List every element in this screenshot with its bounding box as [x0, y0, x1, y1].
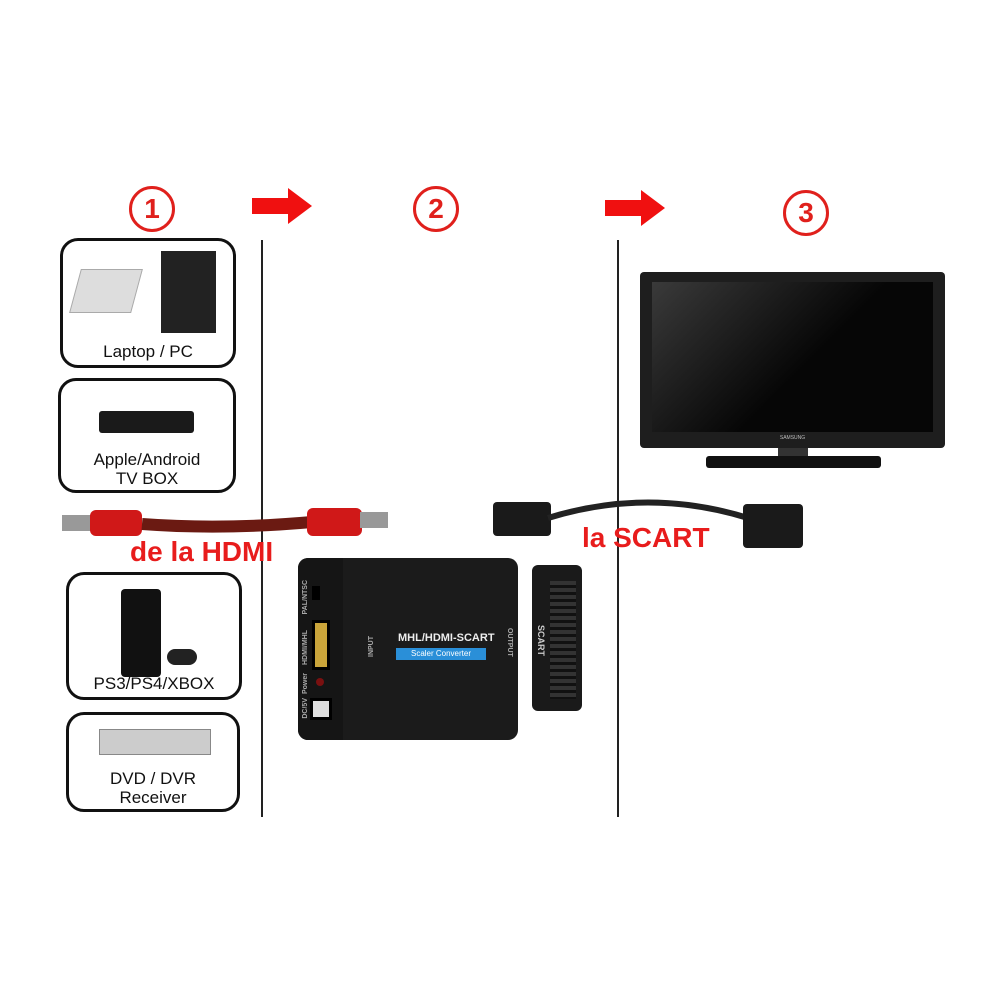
hdmi-port[interactable]	[312, 620, 330, 670]
scart-adapter: SCART	[532, 565, 582, 711]
dc-label: DC/5V	[302, 698, 309, 719]
arrow-right-icon	[252, 188, 312, 224]
tv-stand	[706, 456, 881, 468]
tv-image: SAMSUNG	[640, 272, 945, 448]
pc-tower-icon	[161, 251, 216, 333]
source-laptop-pc: Laptop / PC	[60, 238, 236, 368]
scart-label: SCART	[536, 625, 546, 656]
step-1-badge: 1	[129, 186, 175, 232]
power-led-icon	[316, 678, 324, 686]
tv-box-icon	[99, 411, 194, 433]
hdmi-label: de la HDMI	[130, 536, 274, 567]
source-dvd: DVD / DVR Receiver	[66, 712, 240, 812]
source-console: PS3/PS4/XBOX	[66, 572, 242, 700]
pal-ntsc-switch[interactable]	[312, 586, 320, 600]
source-label: Laptop / PC	[103, 342, 193, 361]
tv-screen	[652, 282, 933, 432]
scart-cable-image	[493, 499, 803, 548]
dc-port[interactable]	[310, 698, 332, 720]
power-label: Power	[302, 673, 309, 695]
input-label: INPUT	[368, 636, 375, 657]
divider	[617, 240, 619, 817]
source-label: Apple/Android TV BOX	[93, 450, 201, 488]
hdmi-scart-converter: PAL/NTSC HDMI/MHL Power DC/5V INPUT MHL/…	[298, 558, 518, 740]
tv-brand: SAMSUNG	[779, 435, 806, 441]
laptop-icon	[69, 269, 143, 313]
dvd-player-icon	[99, 729, 211, 755]
hdmi-port-label: HDMI/MHL	[302, 630, 309, 665]
source-label: PS3/PS4/XBOX	[93, 674, 215, 693]
console-icon	[121, 589, 161, 677]
pal-ntsc-label: PAL/NTSC	[302, 580, 309, 615]
source-tv-box: Apple/Android TV BOX	[58, 378, 236, 493]
converter-subtitle: Scaler Converter	[396, 648, 486, 660]
output-label: OUTPUT	[506, 628, 513, 657]
source-label: DVD / DVR Receiver	[110, 769, 196, 807]
step-3-badge: 3	[783, 190, 829, 236]
tv-neck	[778, 448, 808, 458]
scart-port[interactable]	[550, 581, 576, 699]
controller-icon	[167, 649, 197, 665]
scart-label-text: la SCART	[582, 522, 710, 553]
converter-title: MHL/HDMI-SCART	[398, 632, 495, 644]
step-2-badge: 2	[413, 186, 459, 232]
hdmi-cable-image	[62, 508, 388, 536]
arrow-right-icon	[605, 190, 665, 226]
